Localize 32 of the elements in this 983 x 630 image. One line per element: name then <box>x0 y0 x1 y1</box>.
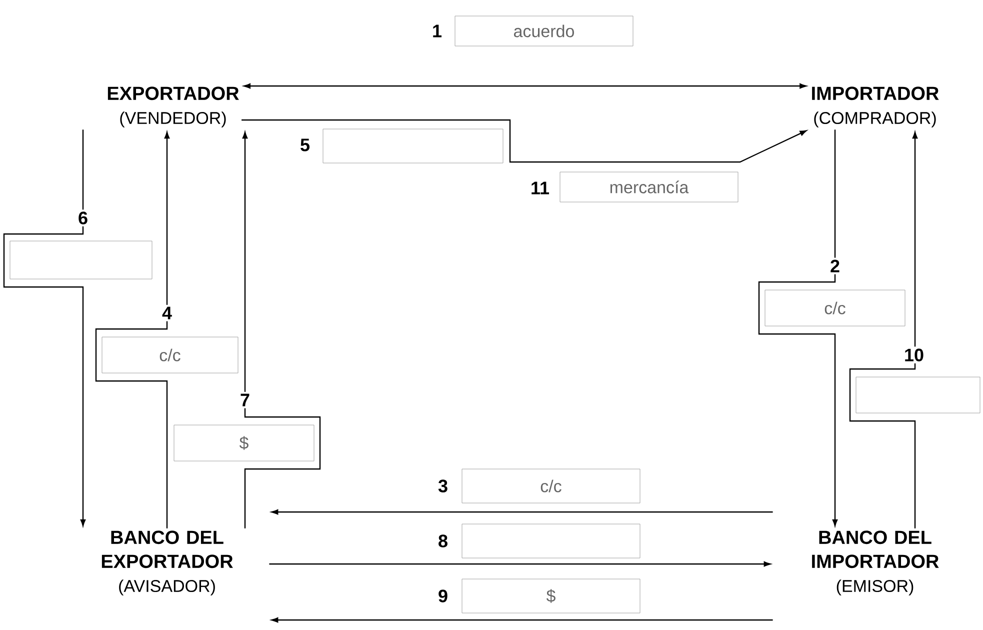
party-label: BANCO DEL IMPORTADOR (EMISOR) <box>812 530 939 596</box>
arrow <box>95 132 170 528</box>
step-number: 9 <box>436 588 450 604</box>
party-label: BANCO DEL EXPORTADOR (AVISADOR) <box>102 530 233 596</box>
step-number: 1 <box>430 22 444 40</box>
step-number: 4 <box>160 304 174 322</box>
step-number: 5 <box>298 136 312 154</box>
label-box: c/c <box>462 468 640 504</box>
label-box: mercancía <box>560 172 738 202</box>
step-number: 7 <box>238 392 252 408</box>
arrow <box>758 130 838 526</box>
arrow <box>849 132 918 528</box>
arrow <box>244 83 806 89</box>
arrow <box>242 119 807 163</box>
arrow <box>271 617 773 623</box>
step-number: 8 <box>436 532 450 550</box>
label-box: c/c <box>764 290 906 326</box>
party-label: IMPORTADOR (COMPRADOR) <box>812 86 939 128</box>
step-number: 11 <box>528 180 552 196</box>
step-number: 2 <box>828 258 842 274</box>
label-box: acuerdo <box>454 16 634 46</box>
label-box: $ <box>462 578 640 614</box>
step-number: 3 <box>436 478 450 494</box>
label-box: c/c <box>102 336 238 374</box>
label-box: $ <box>174 424 314 462</box>
arrow <box>3 130 86 526</box>
party-label: EXPORTADOR (VENDEDOR) <box>108 86 239 128</box>
arrow <box>271 509 773 515</box>
arrow <box>269 561 771 567</box>
step-number: 6 <box>76 210 90 226</box>
arrow <box>242 132 321 528</box>
step-number: 10 <box>902 346 926 364</box>
